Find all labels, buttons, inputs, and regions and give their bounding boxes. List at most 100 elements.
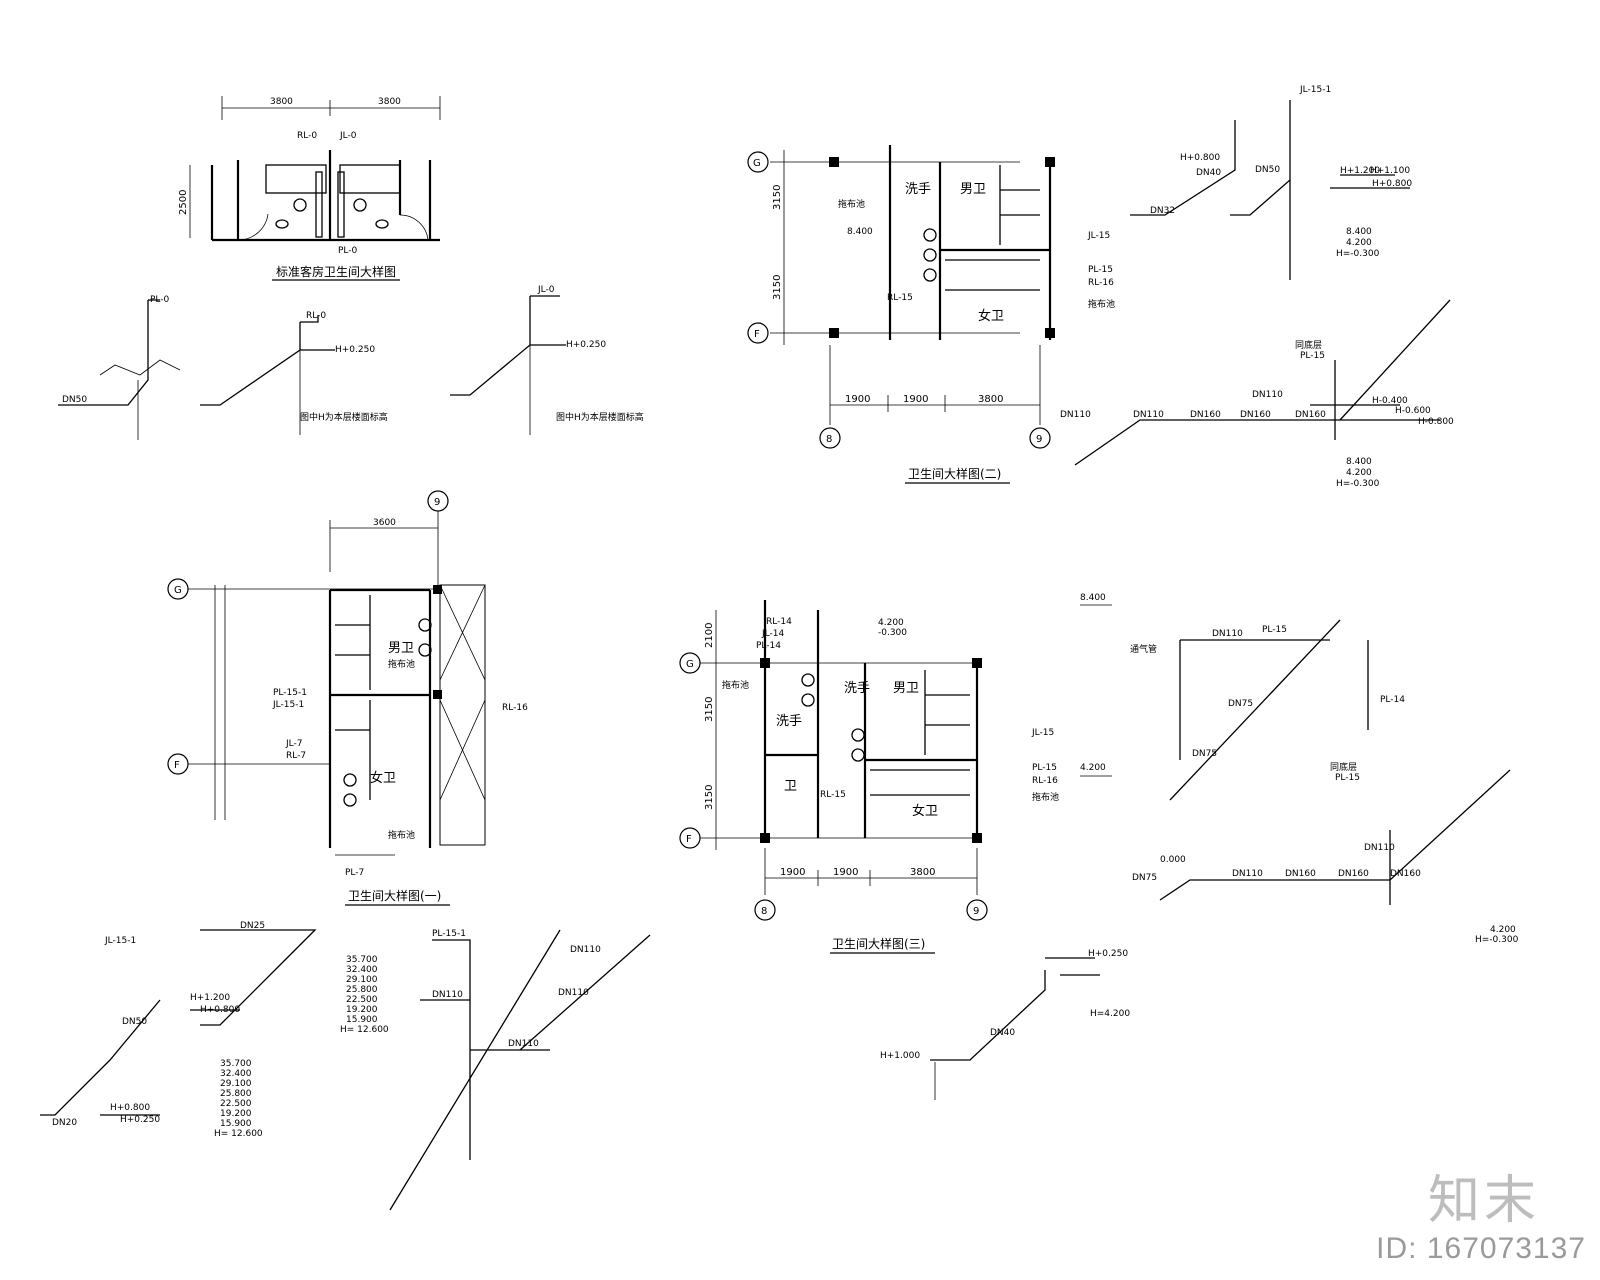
- elev-label: H+1.000: [880, 1051, 920, 1061]
- pipe-label: PL-14: [1380, 695, 1405, 705]
- axis-label: G: [174, 585, 182, 596]
- wc1-elev-stack-a: 35.700 32.400 29.100 25.800 22.500 19.20…: [214, 1059, 263, 1139]
- pipe-label: JL-7: [285, 739, 302, 749]
- pipe-label: PL-0: [338, 246, 358, 256]
- pipe-label: PL-0: [150, 295, 170, 305]
- elev-label: H=-0.300: [1336, 249, 1380, 259]
- wc1-plan: 9 3600 G F 男卫 拖布池 女卫 拖布池: [167, 490, 528, 906]
- pipe-size: DN160: [1190, 410, 1221, 420]
- elev-label: 8.400: [1346, 457, 1372, 467]
- drawing-title: 卫生间大样图(二): [908, 466, 1001, 481]
- svg-text:22.500: 22.500: [220, 1099, 252, 1109]
- svg-text:22.500: 22.500: [346, 995, 378, 1005]
- pipe-label: PL-15: [1262, 625, 1287, 635]
- pipe-label: RL-16: [1088, 278, 1114, 288]
- room-label: 洗手: [905, 182, 931, 197]
- dim-label: 1900: [833, 867, 858, 878]
- pipe-size: DN75: [1228, 699, 1253, 709]
- pipe-size: DN32: [1150, 206, 1175, 216]
- axis-label: F: [686, 834, 692, 845]
- wc2-supply-isometric: JL-15-1 H+1.200 H+1.100 H+0.800 H+0.800 …: [1130, 85, 1412, 280]
- pipe-size: DN110: [570, 945, 601, 955]
- pipe-size: DN160: [1390, 869, 1421, 879]
- pipe-size: DN110: [1364, 843, 1395, 853]
- dim-label: 2100: [704, 623, 715, 648]
- elev-label: 0.000: [1160, 855, 1186, 865]
- dim-label: 3150: [704, 697, 715, 722]
- room-label: 拖布池: [388, 658, 415, 670]
- pipe-size: DN75: [1192, 749, 1217, 759]
- pipe-label: RL-7: [286, 751, 306, 761]
- room-label: 拖布池: [722, 679, 749, 691]
- room-label: 女卫: [912, 803, 938, 819]
- pipe-size: DN25: [240, 921, 265, 931]
- room-label: 女卫: [370, 770, 396, 786]
- pipe-size: DN110: [1212, 629, 1243, 639]
- pipe-size: DN50: [1255, 165, 1280, 175]
- room-label: 拖布池: [1088, 298, 1115, 310]
- room-label: 男卫: [388, 641, 414, 656]
- elev-label: H-0.800: [1418, 417, 1454, 427]
- pipe-label: PL-15: [1032, 763, 1057, 773]
- axis-label: F: [754, 329, 760, 340]
- dim-label: 3800: [910, 867, 935, 878]
- svg-text:35.700: 35.700: [220, 1059, 252, 1069]
- wc1-drain-isometric: PL-15-1 DN110 DN110 DN110 DN110 35.700 3…: [340, 929, 651, 1211]
- pipe-label: JL-0: [537, 285, 555, 295]
- elev-label: H+0.800: [1180, 153, 1220, 163]
- elev-label: H+0.800: [1372, 179, 1412, 189]
- svg-text:32.400: 32.400: [220, 1069, 252, 1079]
- pipe-size: DN110: [508, 1039, 539, 1049]
- room-label: 洗手: [776, 714, 802, 729]
- drawing-title: 标准客房卫生间大样图: [276, 264, 396, 279]
- std-room-plan: 3800 3800 2500 RL-0 JL-0 PL-0 标准客房卫生间大样图: [178, 96, 441, 281]
- std-room-isometric-jl0: JL-0 H+0.250 图中H为本层楼面标高: [450, 285, 644, 435]
- pipe-label: PL-15: [1335, 773, 1360, 783]
- elev-label: H+1.200: [1340, 166, 1380, 176]
- pipe-label: RL-0: [297, 131, 317, 141]
- pipe-label: RL-15: [887, 293, 913, 303]
- pipe-size: DN50: [62, 395, 87, 405]
- wc3-plan: G F 2100 3150 3150 RL-14 JL-14 PL-14 4.2…: [679, 600, 1059, 954]
- svg-text:29.100: 29.100: [220, 1079, 252, 1089]
- pipe-size: DN110: [432, 990, 463, 1000]
- dim-label: 3800: [378, 97, 401, 107]
- pipe-label: PL-15: [1088, 265, 1113, 275]
- elev-label: 8.400: [1080, 593, 1106, 603]
- room-label: 拖布池: [1032, 791, 1059, 803]
- pipe-size: DN40: [1196, 168, 1221, 178]
- note-text: 同底层: [1295, 339, 1322, 351]
- room-label: 男卫: [960, 182, 986, 197]
- note-text: 图中H为本层楼面标高: [300, 411, 388, 423]
- pipe-label: PL-15: [1300, 351, 1325, 361]
- wc1-elev-stack-b: 35.700 32.400 29.100 25.800 22.500 19.20…: [340, 955, 389, 1035]
- axis-label: G: [686, 659, 694, 670]
- svg-text:35.700: 35.700: [346, 955, 378, 965]
- watermark-id: ID: 167073137: [1376, 1232, 1586, 1265]
- room-label: 男卫: [893, 681, 919, 696]
- pipe-size: DN110: [1252, 390, 1283, 400]
- pipe-label: JL-15-1: [104, 936, 136, 946]
- elev-label: H+1.100: [1370, 166, 1410, 176]
- wc3-lower-isometric: 0.000 同底层 PL-15 DN75 DN110 DN160 DN160 D…: [1132, 761, 1519, 945]
- axis-label: F: [174, 760, 180, 771]
- elev-label: 4.200: [1080, 763, 1106, 773]
- svg-text:32.400: 32.400: [346, 965, 378, 975]
- svg-text:19.200: 19.200: [346, 1005, 378, 1015]
- svg-text:29.100: 29.100: [346, 975, 378, 985]
- note-text: 同底层: [1330, 761, 1357, 773]
- svg-text:19.200: 19.200: [220, 1109, 252, 1119]
- elev-label: H+0.250: [335, 345, 375, 355]
- elev-label: 8.400: [1346, 227, 1372, 237]
- note-text: 图中H为本层楼面标高: [556, 411, 644, 423]
- elev-label: 4.200: [1346, 238, 1372, 248]
- pipe-size: DN110: [1060, 410, 1091, 420]
- room-label: 洗手: [844, 681, 870, 696]
- dim-label: 3150: [772, 275, 783, 300]
- elev-label: 4.200: [878, 618, 904, 628]
- pipe-size: DN40: [990, 1028, 1015, 1038]
- dim-label: 3600: [373, 518, 396, 528]
- elev-label: H+0.800: [110, 1103, 150, 1113]
- pipe-size: DN20: [52, 1118, 77, 1128]
